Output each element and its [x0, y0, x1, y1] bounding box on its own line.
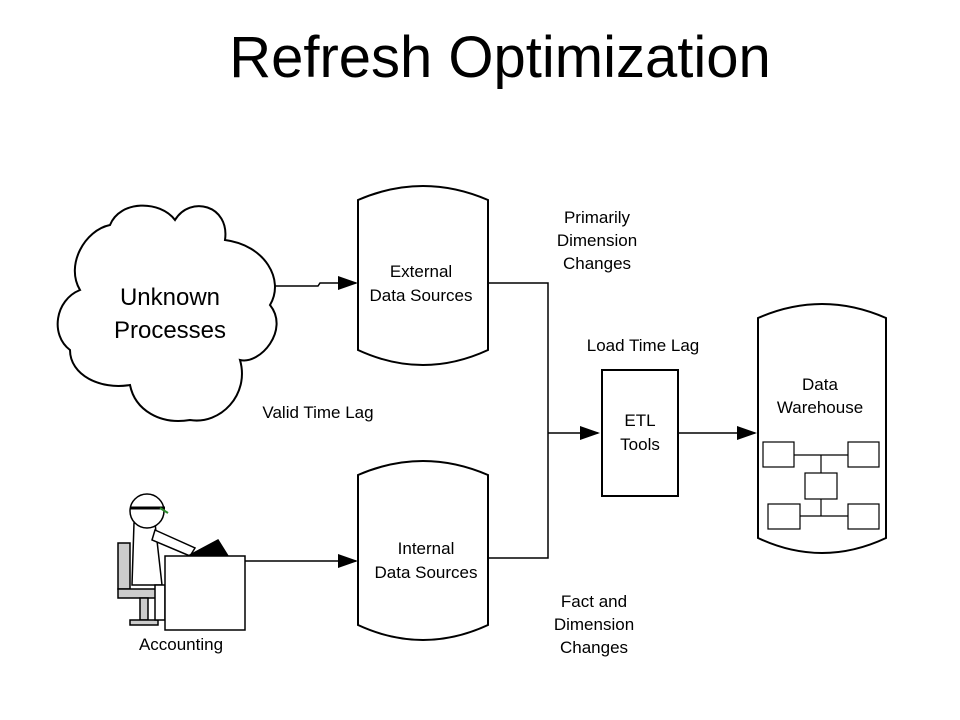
warehouse-label-line1: Data: [802, 375, 838, 394]
cloud-label-line2: Processes: [114, 317, 226, 344]
external-data-sources-cylinder: External Data Sources: [357, 185, 489, 366]
cloud-label-line1: Unknown: [120, 284, 220, 311]
primarily-label-line2: Dimension: [557, 231, 637, 250]
primarily-label-line1: Primarily: [564, 208, 631, 227]
etl-tools-box: ETL Tools: [601, 369, 679, 497]
fact-label-line3: Changes: [560, 638, 628, 657]
external-label-line2: Data Sources: [370, 286, 473, 305]
warehouse-label-line2: Warehouse: [777, 398, 863, 417]
accounting-label: Accounting: [139, 635, 223, 654]
internal-data-sources-cylinder: Internal Data Sources: [357, 460, 489, 641]
valid-time-lag-label: Valid Time Lag: [262, 403, 373, 422]
accounting-person-illustration: [117, 493, 246, 631]
cloud-to-external-arrow: [275, 276, 358, 290]
data-warehouse-cylinder: Data Warehouse: [757, 303, 887, 554]
internal-label-line1: Internal: [398, 539, 455, 558]
star-schema-icon: [762, 441, 880, 530]
fact-label-line2: Dimension: [554, 615, 634, 634]
sources-bracket-line: [488, 282, 549, 559]
fact-label-line1: Fact and: [561, 592, 627, 611]
external-label-line1: External: [390, 262, 452, 281]
unknown-processes-cloud: Unknown Processes: [56, 204, 278, 422]
primarily-label-line3: Changes: [563, 254, 631, 273]
etl-label-line1: ETL: [624, 411, 655, 430]
page-title: Refresh Optimization: [229, 25, 771, 90]
etl-label-line2: Tools: [620, 435, 660, 454]
load-time-lag-label: Load Time Lag: [587, 336, 699, 355]
internal-label-line2: Data Sources: [375, 563, 478, 582]
